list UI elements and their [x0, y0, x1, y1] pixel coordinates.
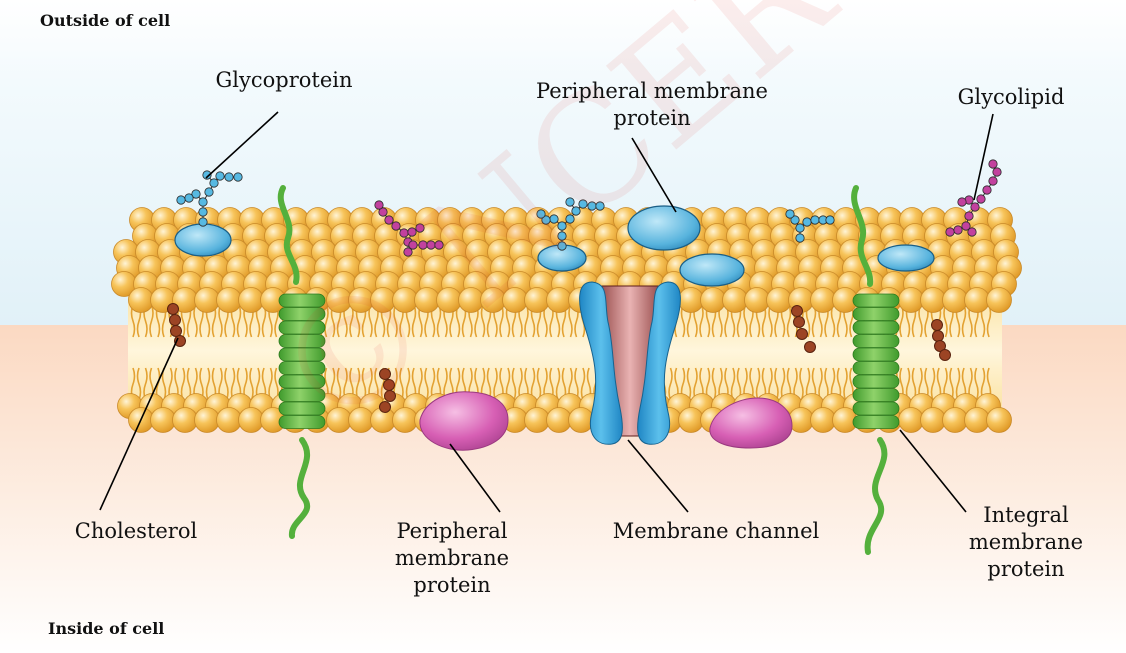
- cholesterol-label: Cholesterol: [75, 519, 198, 543]
- carbohydrate-chains: [176, 159, 1002, 257]
- membrane-channel-label: Membrane channel: [613, 519, 820, 543]
- peripheral-bottom-label-2: membrane: [395, 546, 509, 570]
- leader-glycolipid: [973, 113, 994, 201]
- integral-label-2: membrane: [969, 530, 1083, 554]
- peripheral-bottom-label-3: protein: [413, 573, 490, 597]
- leader-membrane-channel: [627, 439, 689, 513]
- leader-lines: [99, 111, 994, 513]
- peripheral-protein-outer: [627, 205, 701, 251]
- cholesterol-molecules: [167, 303, 951, 413]
- peripheral-top-label-1: Peripheral membrane: [536, 79, 768, 103]
- leader-glycoprotein: [205, 111, 279, 179]
- leader-integral: [899, 429, 967, 513]
- peripheral-top-label-2: protein: [613, 106, 690, 130]
- integral-protein-right: [851, 185, 900, 555]
- integral-label-3: protein: [987, 557, 1064, 581]
- leader-cholesterol: [99, 337, 179, 511]
- integral-label-1: Integral: [983, 503, 1069, 527]
- leader-peripheral-inner: [449, 443, 501, 513]
- glycoprotein-label: Glycoprotein: [216, 68, 353, 92]
- peripheral-bottom-label-1: Peripheral: [396, 519, 507, 543]
- glycolipid-label: Glycolipid: [958, 85, 1065, 109]
- inside-of-cell-label: Inside of cell: [48, 619, 164, 638]
- membrane-channel-protein: [579, 281, 681, 445]
- surface-protein-caps: [174, 223, 935, 287]
- peripheral-protein-inner-left: [419, 391, 509, 451]
- labels: Outside of cell Inside of cell Glycoprot…: [40, 11, 1083, 638]
- integral-protein-left: [277, 185, 326, 539]
- leader-peripheral-outer: [631, 137, 677, 213]
- peripheral-protein-inner-right: [709, 397, 793, 449]
- outside-of-cell-label: Outside of cell: [40, 11, 170, 30]
